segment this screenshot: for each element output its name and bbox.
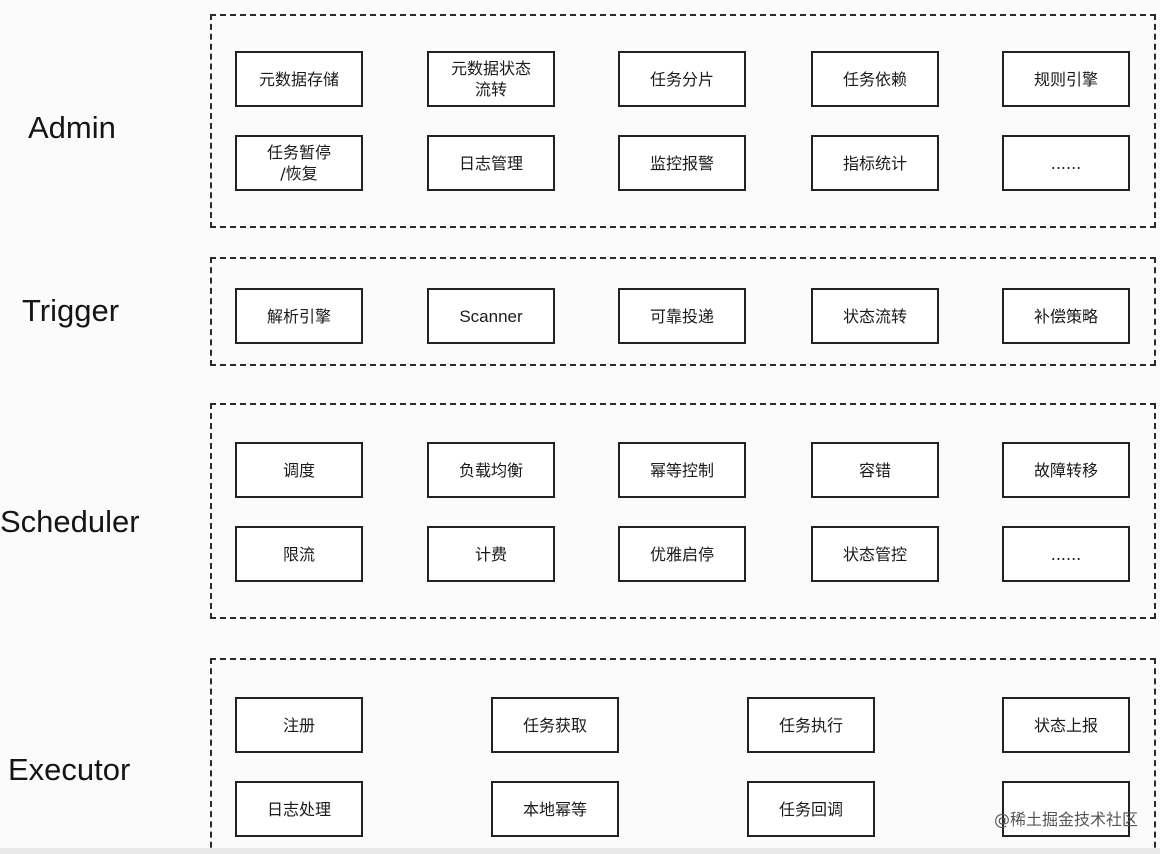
- admin-box-10: ......: [1002, 135, 1130, 191]
- scheduler-box-5: 故障转移: [1002, 442, 1130, 498]
- executor-box-7: 任务回调: [747, 781, 875, 837]
- admin-box-2: 元数据状态 流转: [427, 51, 555, 107]
- scheduler-box-3: 幂等控制: [618, 442, 746, 498]
- admin-box-3: 任务分片: [618, 51, 746, 107]
- admin-box-1: 元数据存储: [235, 51, 363, 107]
- admin-box-7: 日志管理: [427, 135, 555, 191]
- trigger-box-2: Scanner: [427, 288, 555, 344]
- executor-box-1: 注册: [235, 697, 363, 753]
- admin-box-6: 任务暂停 /恢复: [235, 135, 363, 191]
- executor-box-8: [1002, 781, 1130, 837]
- scheduler-box-4: 容错: [811, 442, 939, 498]
- bottom-edge: [0, 848, 1160, 854]
- admin-box-8: 监控报警: [618, 135, 746, 191]
- trigger-box-5: 补偿策略: [1002, 288, 1130, 344]
- admin-box-5: 规则引擎: [1002, 51, 1130, 107]
- watermark-text: @稀土掘金技术社区: [993, 810, 1138, 829]
- admin-box-4: 任务依赖: [811, 51, 939, 107]
- executor-box-6: 本地幂等: [491, 781, 619, 837]
- trigger-group: 解析引擎 Scanner 可靠投递 状态流转 补偿策略: [210, 257, 1156, 366]
- trigger-box-1: 解析引擎: [235, 288, 363, 344]
- executor-box-3: 任务执行: [747, 697, 875, 753]
- trigger-box-4: 状态流转: [811, 288, 939, 344]
- trigger-box-3: 可靠投递: [618, 288, 746, 344]
- scheduler-layer-label: Scheduler: [0, 504, 140, 539]
- executor-box-2: 任务获取: [491, 697, 619, 753]
- scheduler-box-9: 状态管控: [811, 526, 939, 582]
- scheduler-box-10: ......: [1002, 526, 1130, 582]
- admin-layer-label: Admin: [28, 110, 116, 145]
- executor-box-5: 日志处理: [235, 781, 363, 837]
- executor-group: 注册 任务获取 任务执行 状态上报 日志处理 本地幂等 任务回调: [210, 658, 1156, 854]
- admin-group: 元数据存储 元数据状态 流转 任务分片 任务依赖 规则引擎 任务暂停 /恢复 日…: [210, 14, 1156, 228]
- scheduler-group: 调度 负载均衡 幂等控制 容错 故障转移 限流 计费 优雅启停 状态管控 ...…: [210, 403, 1156, 619]
- admin-box-9: 指标统计: [811, 135, 939, 191]
- scheduler-box-8: 优雅启停: [618, 526, 746, 582]
- trigger-layer-label: Trigger: [22, 293, 120, 328]
- executor-layer-label: Executor: [8, 752, 131, 787]
- scheduler-box-2: 负载均衡: [427, 442, 555, 498]
- scheduler-box-7: 计费: [427, 526, 555, 582]
- executor-box-4: 状态上报: [1002, 697, 1130, 753]
- scheduler-box-6: 限流: [235, 526, 363, 582]
- scheduler-box-1: 调度: [235, 442, 363, 498]
